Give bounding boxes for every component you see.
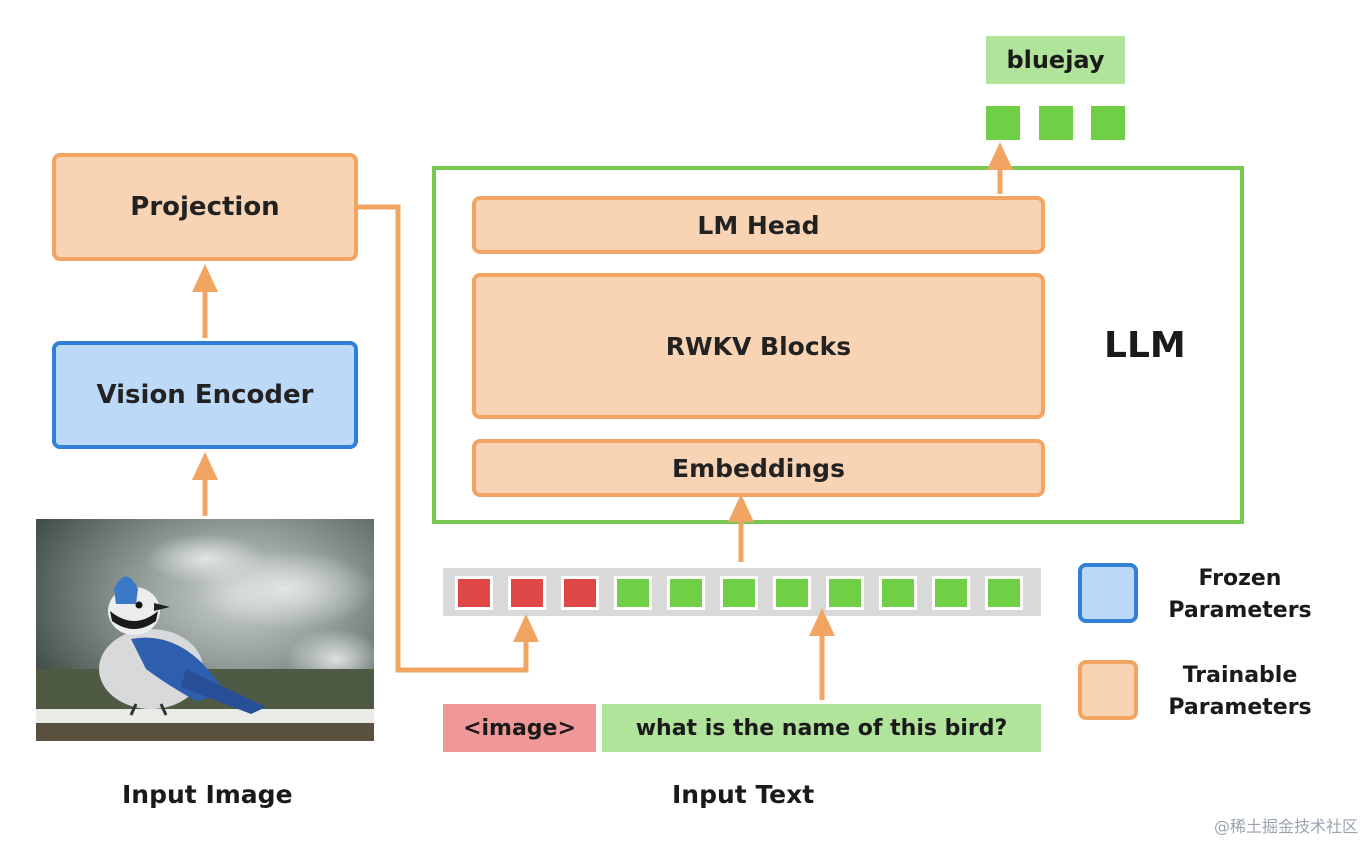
text-token — [614, 576, 652, 610]
rwkv-blocks-label: RWKV Blocks — [665, 331, 852, 361]
input-text-caption: Input Text — [672, 780, 815, 809]
trainable-legend-swatch — [1078, 660, 1138, 720]
arrowhead — [192, 264, 218, 292]
output-token — [1091, 106, 1125, 140]
arrowhead — [809, 608, 835, 636]
llm-frame — [432, 166, 1244, 524]
frozen-legend-line1: Frozen — [1198, 566, 1282, 591]
image-token — [455, 576, 493, 610]
image-token — [508, 576, 546, 610]
frozen-legend-text: Frozen Parameters — [1160, 563, 1320, 627]
input-image-caption: Input Image — [122, 780, 293, 809]
output-word-label: bluejay — [1006, 46, 1105, 74]
lm-head-box: LM Head — [472, 196, 1045, 254]
output-token — [986, 106, 1020, 140]
question-label: what is the name of this bird? — [635, 715, 1008, 741]
text-token — [879, 576, 917, 610]
image-token-pill: <image> — [443, 704, 596, 752]
arrow-projection-to-tokens — [358, 204, 529, 673]
bird-photo — [36, 519, 374, 741]
frozen-legend-swatch — [1078, 563, 1138, 623]
rwkv-blocks-box: RWKV Blocks — [472, 273, 1045, 419]
text-token — [826, 576, 864, 610]
bluejay-image — [36, 519, 374, 741]
frozen-legend-line2: Parameters — [1168, 598, 1312, 623]
output-word: bluejay — [986, 36, 1125, 84]
text-token — [773, 576, 811, 610]
trainable-legend-text: Trainable Parameters — [1160, 660, 1320, 724]
output-token — [1039, 106, 1073, 140]
text-token — [667, 576, 705, 610]
embeddings-label: Embeddings — [672, 453, 845, 483]
vision-encoder-box: Vision Encoder — [52, 341, 358, 449]
question-pill: what is the name of this bird? — [602, 704, 1041, 752]
image-token — [561, 576, 599, 610]
arrowhead — [513, 614, 539, 642]
llm-label: LLM — [1104, 325, 1186, 366]
embeddings-box: Embeddings — [472, 439, 1045, 497]
text-token — [720, 576, 758, 610]
trainable-legend-line1: Trainable — [1182, 663, 1298, 688]
watermark: @稀土掘金技术社区 — [1213, 817, 1358, 836]
arrowhead — [987, 142, 1013, 170]
projection-box: Projection — [52, 153, 358, 261]
text-token — [932, 576, 970, 610]
arrowhead — [728, 494, 754, 522]
trainable-legend-line2: Parameters — [1168, 695, 1312, 720]
projection-label: Projection — [130, 192, 280, 222]
lm-head-label: LM Head — [697, 210, 820, 240]
arrowhead — [192, 452, 218, 480]
image-token-label: <image> — [463, 715, 576, 741]
text-token — [985, 576, 1023, 610]
vision-encoder-label: Vision Encoder — [96, 380, 314, 410]
